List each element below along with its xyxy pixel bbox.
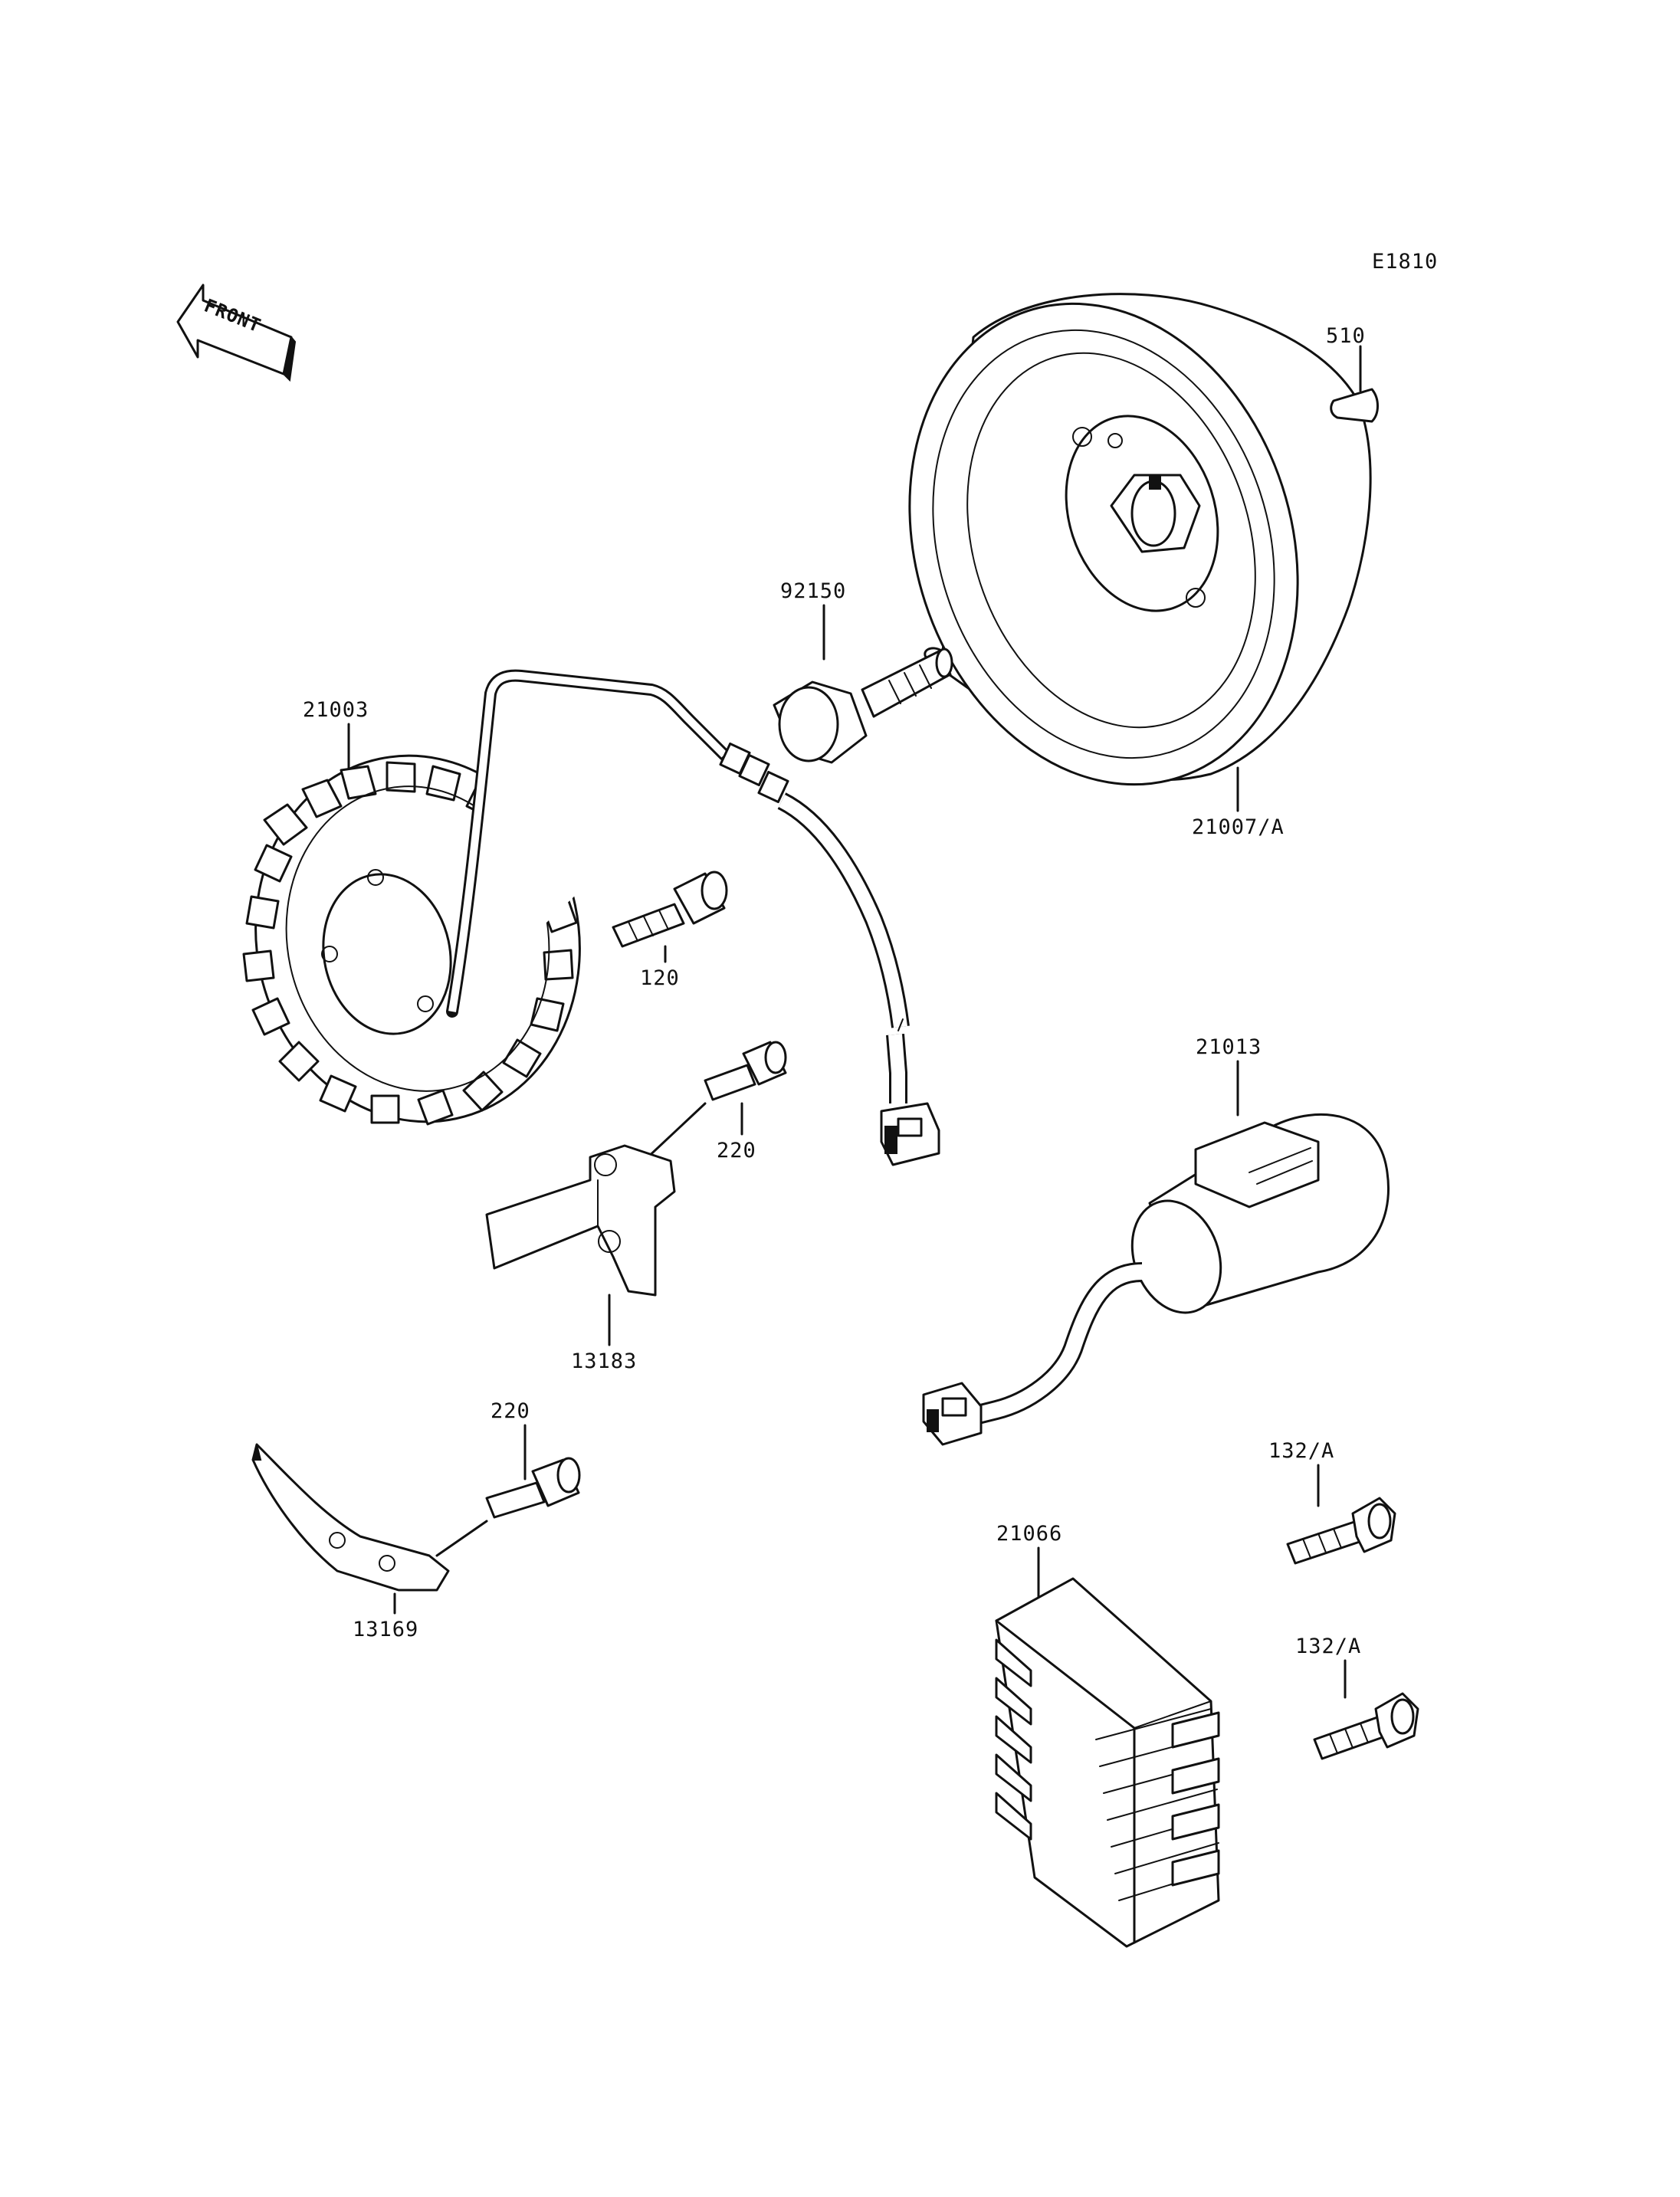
- stator-harness[interactable]: [446, 669, 940, 1166]
- part-label-92150: 92150: [780, 579, 846, 603]
- bolt-220-lower[interactable]: [485, 1457, 581, 1519]
- part-label-13169: 13169: [353, 1618, 418, 1641]
- part-label-132a-lower: 132/A: [1295, 1635, 1361, 1658]
- flywheel-bolt[interactable]: [773, 648, 953, 764]
- part-label-13183: 13183: [571, 1349, 637, 1373]
- part-label-21003: 21003: [303, 698, 369, 722]
- bolt-120[interactable]: [612, 871, 728, 948]
- unit-21013[interactable]: [922, 1113, 1390, 1446]
- part-label-132a-upper: 132/A: [1268, 1439, 1334, 1463]
- part-label-21013: 21013: [1196, 1035, 1262, 1059]
- part-label-510: 510: [1326, 324, 1366, 348]
- bolt-220-upper[interactable]: [704, 1041, 787, 1101]
- part-label-21007: 21007/A: [1192, 815, 1285, 839]
- plate-13169[interactable]: [251, 1443, 450, 1592]
- bolt-132a-lower[interactable]: [1313, 1692, 1419, 1760]
- part-label-220-lower: 220: [491, 1399, 530, 1423]
- rectifier-21066[interactable]: [995, 1577, 1220, 1948]
- part-label-120: 120: [640, 966, 680, 990]
- woodruff-key[interactable]: [1330, 388, 1379, 423]
- bracket-13183[interactable]: [485, 1144, 676, 1297]
- diagram-code: E1810: [1372, 250, 1438, 274]
- part-label-220-upper: 220: [717, 1139, 756, 1162]
- bolt-132a-upper[interactable]: [1286, 1497, 1396, 1565]
- front-arrow-icon: FRONT: [176, 284, 297, 382]
- flywheel-rotor[interactable]: [849, 253, 1372, 835]
- part-label-21066: 21066: [996, 1522, 1062, 1546]
